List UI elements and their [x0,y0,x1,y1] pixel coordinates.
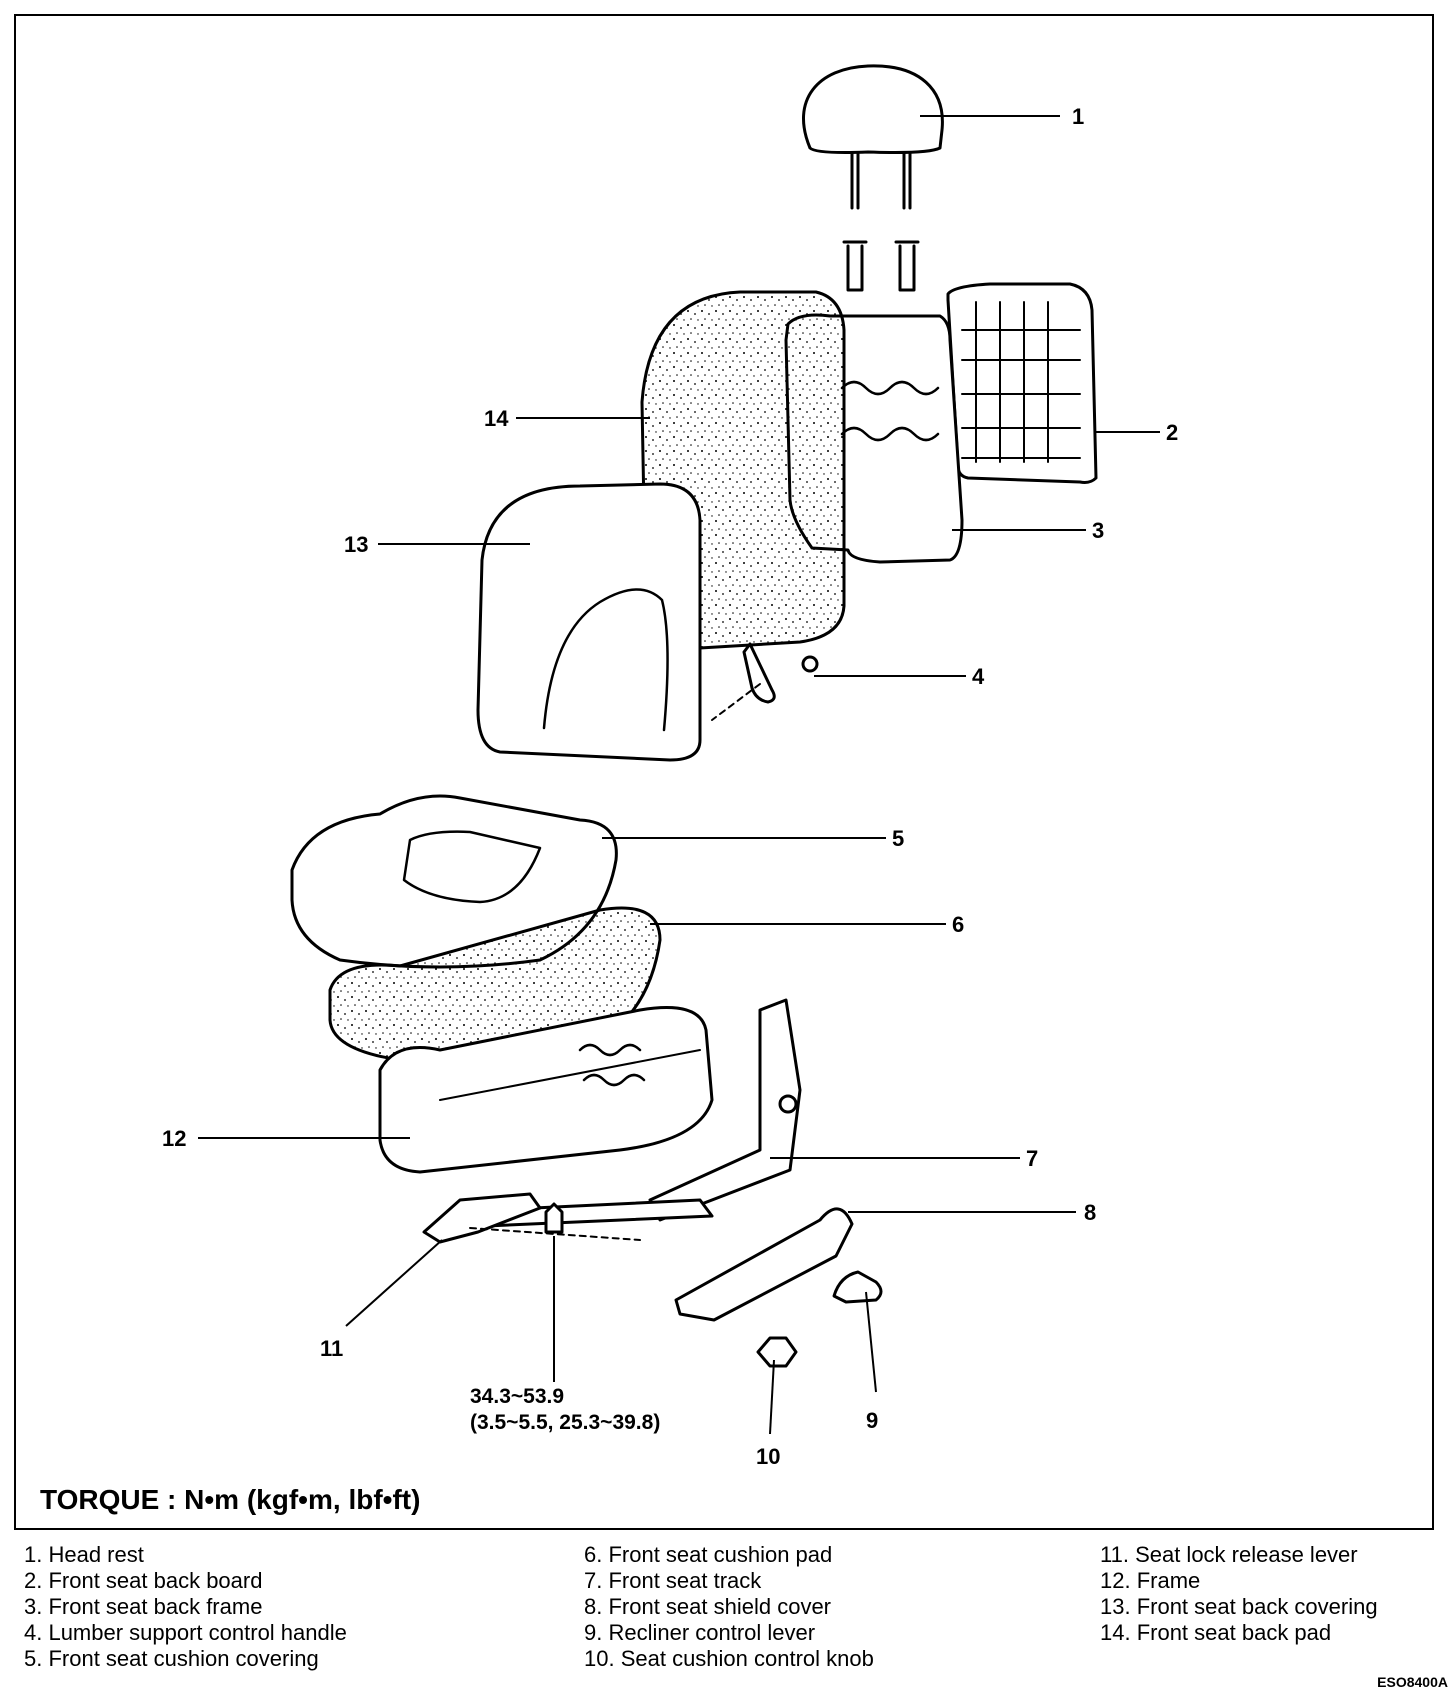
legend-item: 7. Front seat track [584,1568,762,1593]
seat-back-board-part [946,282,1098,484]
torque-value: 34.3~53.9 (3.5~5.5, 25.3~39.8) [470,1384,660,1437]
legend-item: 14. Front seat back pad [1100,1620,1332,1645]
legend-item: 4. Lumber support control handle [24,1620,347,1645]
callout-3: 3 [1092,518,1105,543]
legend-item: 1. Head rest [24,1542,144,1567]
diagram-frame [14,14,1434,1530]
legend-item: 9. Recliner control lever [584,1620,816,1645]
torque-value-alt: (3.5~5.5, 25.3~39.8) [470,1411,661,1435]
legend-column-3: 11. Seat lock release lever 12. Frame 13… [1100,1542,1378,1646]
legend-item: 2. Front seat back board [24,1568,263,1593]
legend-item: 11. Seat lock release lever [1100,1542,1358,1567]
callout-7: 7 [1026,1146,1039,1171]
callout-2: 2 [1166,420,1179,445]
legend-item: 10. Seat cushion control knob [584,1646,874,1671]
torque-value-nm: 34.3~53.9 [470,1385,565,1408]
callout-9: 9 [866,1408,879,1433]
callout-4: 4 [972,664,985,689]
legend-item: 13. Front seat back covering [1100,1594,1378,1619]
callout-5: 5 [892,826,905,851]
legend-item: 8. Front seat shield cover [584,1594,832,1619]
cushion-covering-part [290,794,618,969]
callout-14: 14 [484,406,509,431]
callout-13: 13 [344,532,369,557]
legend-item: 12. Frame [1100,1568,1201,1593]
lumber-handle-part [711,642,819,721]
recliner-lever-part [832,1270,883,1304]
legend-item: 5. Front seat cushion covering [24,1646,319,1671]
figure-code: ESO8400A [1377,1674,1448,1690]
callout-11: 11 [320,1336,344,1361]
frame-part [378,1006,714,1174]
legend-item: 3. Front seat back frame [24,1594,263,1619]
callout-1: 1 [1072,104,1085,129]
shield-cover-part [674,1207,854,1322]
legend-item: 6. Front seat cushion pad [584,1542,833,1567]
callout-8: 8 [1084,1200,1097,1225]
legend-column-1: 1. Head rest 2. Front seat back board 3.… [24,1542,347,1672]
torque-label: TORQUE : N•m (kgf•m, lbf•ft) [40,1484,421,1515]
callout-10: 10 [756,1444,781,1469]
cushion-knob-part [756,1336,798,1368]
seat-back-covering-part [476,482,702,762]
callout-6: 6 [952,912,965,937]
legend-column-2: 6. Front seat cushion pad 7. Front seat … [584,1542,874,1672]
head-rest-part [802,64,944,292]
callout-12: 12 [162,1126,187,1151]
